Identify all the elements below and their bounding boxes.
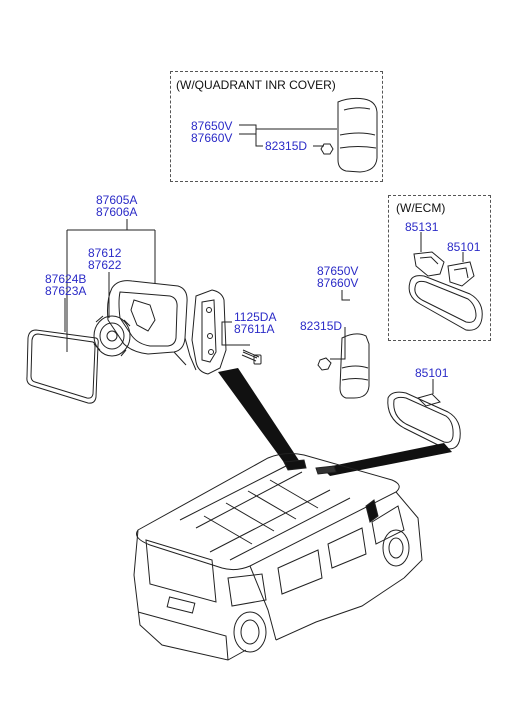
leader-quadrant-87650V	[239, 124, 337, 147]
inner-cover-icon	[337, 97, 378, 173]
ecm-title: (W/ECM)	[396, 201, 446, 215]
mirror-housing-icon	[107, 280, 197, 371]
inner-cover-middle-icon	[339, 333, 370, 399]
leader-middle-87650V	[341, 290, 350, 301]
pointer-wedge-mirror	[218, 368, 300, 468]
vehicle-icon	[133, 453, 423, 661]
label-87624B: 87624B	[45, 272, 87, 286]
label-quadrant-82315D: 82315D	[265, 139, 308, 153]
quadrant-cover-title: (W/QUADRANT INR COVER)	[176, 78, 336, 92]
mirror-glass-icon	[26, 329, 99, 404]
leader-middle-82315D	[330, 327, 346, 360]
label-85101: 85101	[415, 366, 449, 380]
label-85131: 85131	[405, 220, 439, 234]
mirror-base-icon	[191, 289, 227, 375]
label-quadrant-87650V: 87650V	[191, 119, 233, 133]
label-1125DA: 1125DA	[234, 310, 277, 324]
label-87605A: 87605A	[96, 193, 138, 207]
label-middle-87660V: 87660V	[317, 276, 359, 290]
label-87611A: 87611A	[234, 322, 275, 336]
quadrant-cover-box	[170, 71, 383, 182]
label-quadrant-87660V: 87660V	[191, 131, 233, 145]
leader-1125DA	[221, 321, 250, 346]
label-87612: 87612	[88, 246, 122, 260]
ecm-mirror-icon	[408, 275, 483, 331]
leader-87605A	[66, 219, 156, 352]
clip-middle-icon	[317, 357, 332, 371]
ecm-mount-icon	[447, 261, 475, 287]
label-85101-ecm: 85101	[447, 240, 481, 254]
bolt-icon	[241, 349, 262, 365]
label-middle-82315D: 82315D	[300, 319, 343, 333]
label-87622: 87622	[88, 258, 122, 272]
inside-mirror-icon	[387, 391, 461, 450]
ecm-sensor-cover-icon	[413, 251, 445, 277]
mirror-actuator-icon	[93, 315, 131, 357]
label-middle-87650V: 87650V	[317, 264, 359, 278]
label-87606A: 87606A	[96, 205, 138, 219]
label-87623A: 87623A	[45, 284, 87, 298]
ecm-box	[388, 195, 491, 341]
clip-icon	[320, 143, 334, 155]
pointer-wedge-inside	[322, 443, 452, 476]
